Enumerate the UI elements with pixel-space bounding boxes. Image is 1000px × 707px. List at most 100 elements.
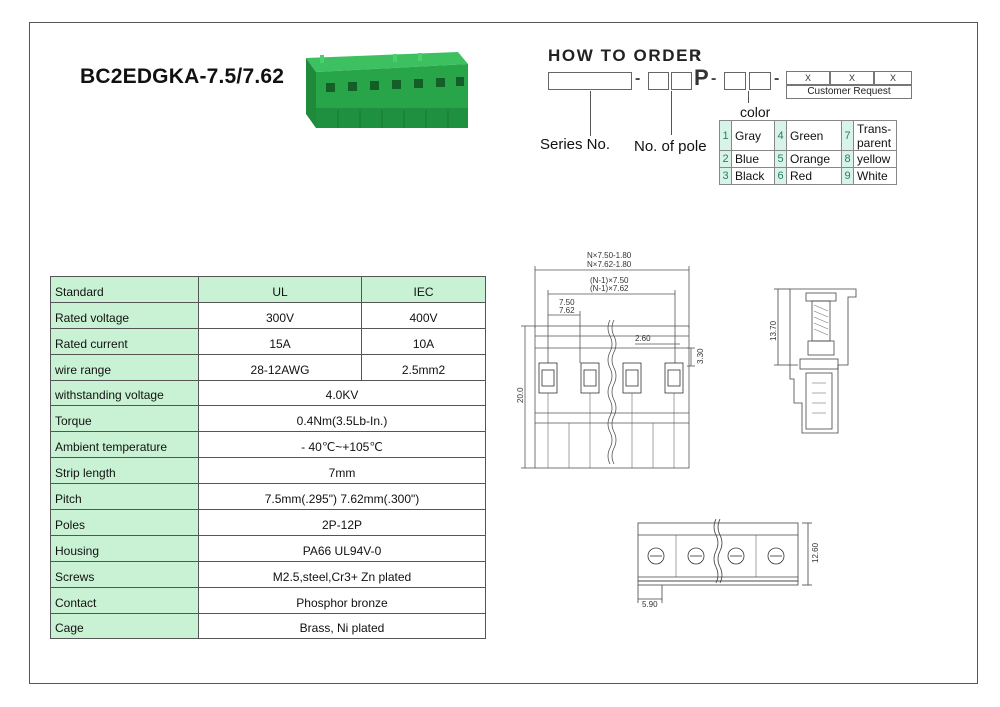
dim-total-a: N×7.50-1.80 <box>587 251 632 260</box>
color-num: 6 <box>774 167 787 185</box>
spec-iec-value: 400V <box>361 301 486 329</box>
spec-ul-header: UL <box>198 276 362 303</box>
spec-value: PA66 UL94V-0 <box>198 534 486 562</box>
color-name: Black <box>731 167 775 185</box>
color-name: Green <box>786 120 842 151</box>
product-image <box>306 52 468 128</box>
spec-label: wire range <box>50 353 199 381</box>
custom-code-x-3: X <box>874 71 912 85</box>
spec-ul-value: 300V <box>198 301 362 329</box>
color-name-line: parent <box>857 135 892 150</box>
dim-pitch-sum-a: (N-1)×7.50 <box>590 276 629 285</box>
spec-iec-header: IEC <box>361 276 486 303</box>
color-num: 8 <box>841 150 854 168</box>
dim-20-0: 20.0 <box>516 387 525 403</box>
spec-label: Rated voltage <box>50 301 199 329</box>
code-dash-2: - <box>711 70 717 87</box>
color-num: 4 <box>774 120 787 151</box>
spec-label: Torque <box>50 405 199 433</box>
color-num: 1 <box>719 120 732 151</box>
side-view-drawing: 13.70 <box>769 288 857 434</box>
spec-ul-value: 28-12AWG <box>198 353 362 381</box>
color-callout-line <box>748 91 749 103</box>
pole-code-box-1 <box>648 72 669 90</box>
spec-value: 7mm <box>198 457 486 485</box>
spec-row: Rated voltage 300V 400V <box>50 301 486 329</box>
code-dash-1: - <box>635 70 641 87</box>
color-num: 7 <box>841 120 854 151</box>
spec-label: Screws <box>50 560 199 588</box>
front-view-drawing: N×7.50-1.80 N×7.62-1.80 (N-1)×7.50 (N-1)… <box>516 251 705 469</box>
custom-code-x-1: X <box>786 71 830 85</box>
series-no-label: Series No. <box>540 136 611 153</box>
dim-pitch-a: 7.50 <box>559 298 575 307</box>
color-row: 2 Blue 5 Orange 8 yellow <box>719 150 897 168</box>
color-label: color <box>740 104 771 120</box>
pole-callout-line <box>671 91 672 135</box>
dim-2-60: 2.60 <box>635 334 651 343</box>
color-name: Red <box>786 167 842 185</box>
series-callout-line <box>590 91 591 136</box>
color-name-transparent: Trans- parent <box>853 120 897 151</box>
customer-request-label: Customer Request <box>786 85 912 99</box>
dim-pitch-b: 7.62 <box>559 306 575 315</box>
color-num: 3 <box>719 167 732 185</box>
spec-label: Cage <box>50 612 199 640</box>
product-title: BC2EDGKA-7.5/7.62 <box>80 65 285 88</box>
spec-row: Rated current 15A 10A <box>50 327 486 355</box>
no-of-pole-label: No. of pole <box>634 138 707 155</box>
color-code-box-1 <box>724 72 746 90</box>
spec-ul-value: 15A <box>198 327 362 355</box>
color-code-box-2 <box>749 72 771 90</box>
color-num: 5 <box>774 150 787 168</box>
pole-code-box-2 <box>671 72 692 90</box>
code-dash-3: - <box>774 70 780 87</box>
color-name: Gray <box>731 120 775 151</box>
spec-table: Standard UL IEC Rated voltage 300V 400V … <box>50 276 486 640</box>
spec-value: 7.5mm(.295") 7.62mm(.300") <box>198 483 486 511</box>
color-code-table: 1 Gray 4 Green 7 Trans- parent 2 Blue 5 … <box>719 120 897 185</box>
spec-row: Ambient temperature- 40℃~+105℃ <box>50 431 486 459</box>
dim-pitch-sum-b: (N-1)×7.62 <box>590 284 629 293</box>
series-code-box <box>548 72 632 90</box>
spec-value: M2.5,steel,Cr3+ Zn plated <box>198 560 486 588</box>
spec-value: - 40℃~+105℃ <box>198 431 486 459</box>
spec-label: withstanding voltage <box>50 379 199 407</box>
spec-value: 4.0KV <box>198 379 486 407</box>
spec-label: Ambient temperature <box>50 431 199 459</box>
spec-value: Brass, Ni plated <box>198 612 486 640</box>
spec-label: Contact <box>50 586 199 614</box>
spec-label: Strip length <box>50 457 199 485</box>
dim-12-60: 12.60 <box>811 542 820 563</box>
color-row: 3 Black 6 Red 9 White <box>719 167 897 185</box>
custom-code-x-2: X <box>830 71 874 85</box>
color-name: Blue <box>731 150 775 168</box>
dim-13-70: 13.70 <box>769 320 778 341</box>
spec-header-row: Standard UL IEC <box>50 276 486 303</box>
spec-value: 2P-12P <box>198 509 486 536</box>
color-row: 1 Gray 4 Green 7 Trans- parent <box>719 120 897 151</box>
how-to-order-heading: HOW TO ORDER <box>548 46 703 65</box>
color-name: Orange <box>786 150 842 168</box>
spec-label: Housing <box>50 534 199 562</box>
spec-row: wire range 28-12AWG 2.5mm2 <box>50 353 486 381</box>
color-name: White <box>853 167 897 185</box>
spec-label: Poles <box>50 509 199 536</box>
color-num: 9 <box>841 167 854 185</box>
color-name: yellow <box>853 150 897 168</box>
spec-label: Standard <box>50 276 199 303</box>
dim-total-b: N×7.62-1.80 <box>587 260 632 269</box>
dim-3-30: 3.30 <box>696 348 705 364</box>
color-name-line: Trans- <box>857 121 892 136</box>
heading-colon: : <box>695 47 701 64</box>
spec-value: Phosphor bronze <box>198 586 486 614</box>
top-view-drawing: 12.60 5.90 <box>637 518 820 609</box>
